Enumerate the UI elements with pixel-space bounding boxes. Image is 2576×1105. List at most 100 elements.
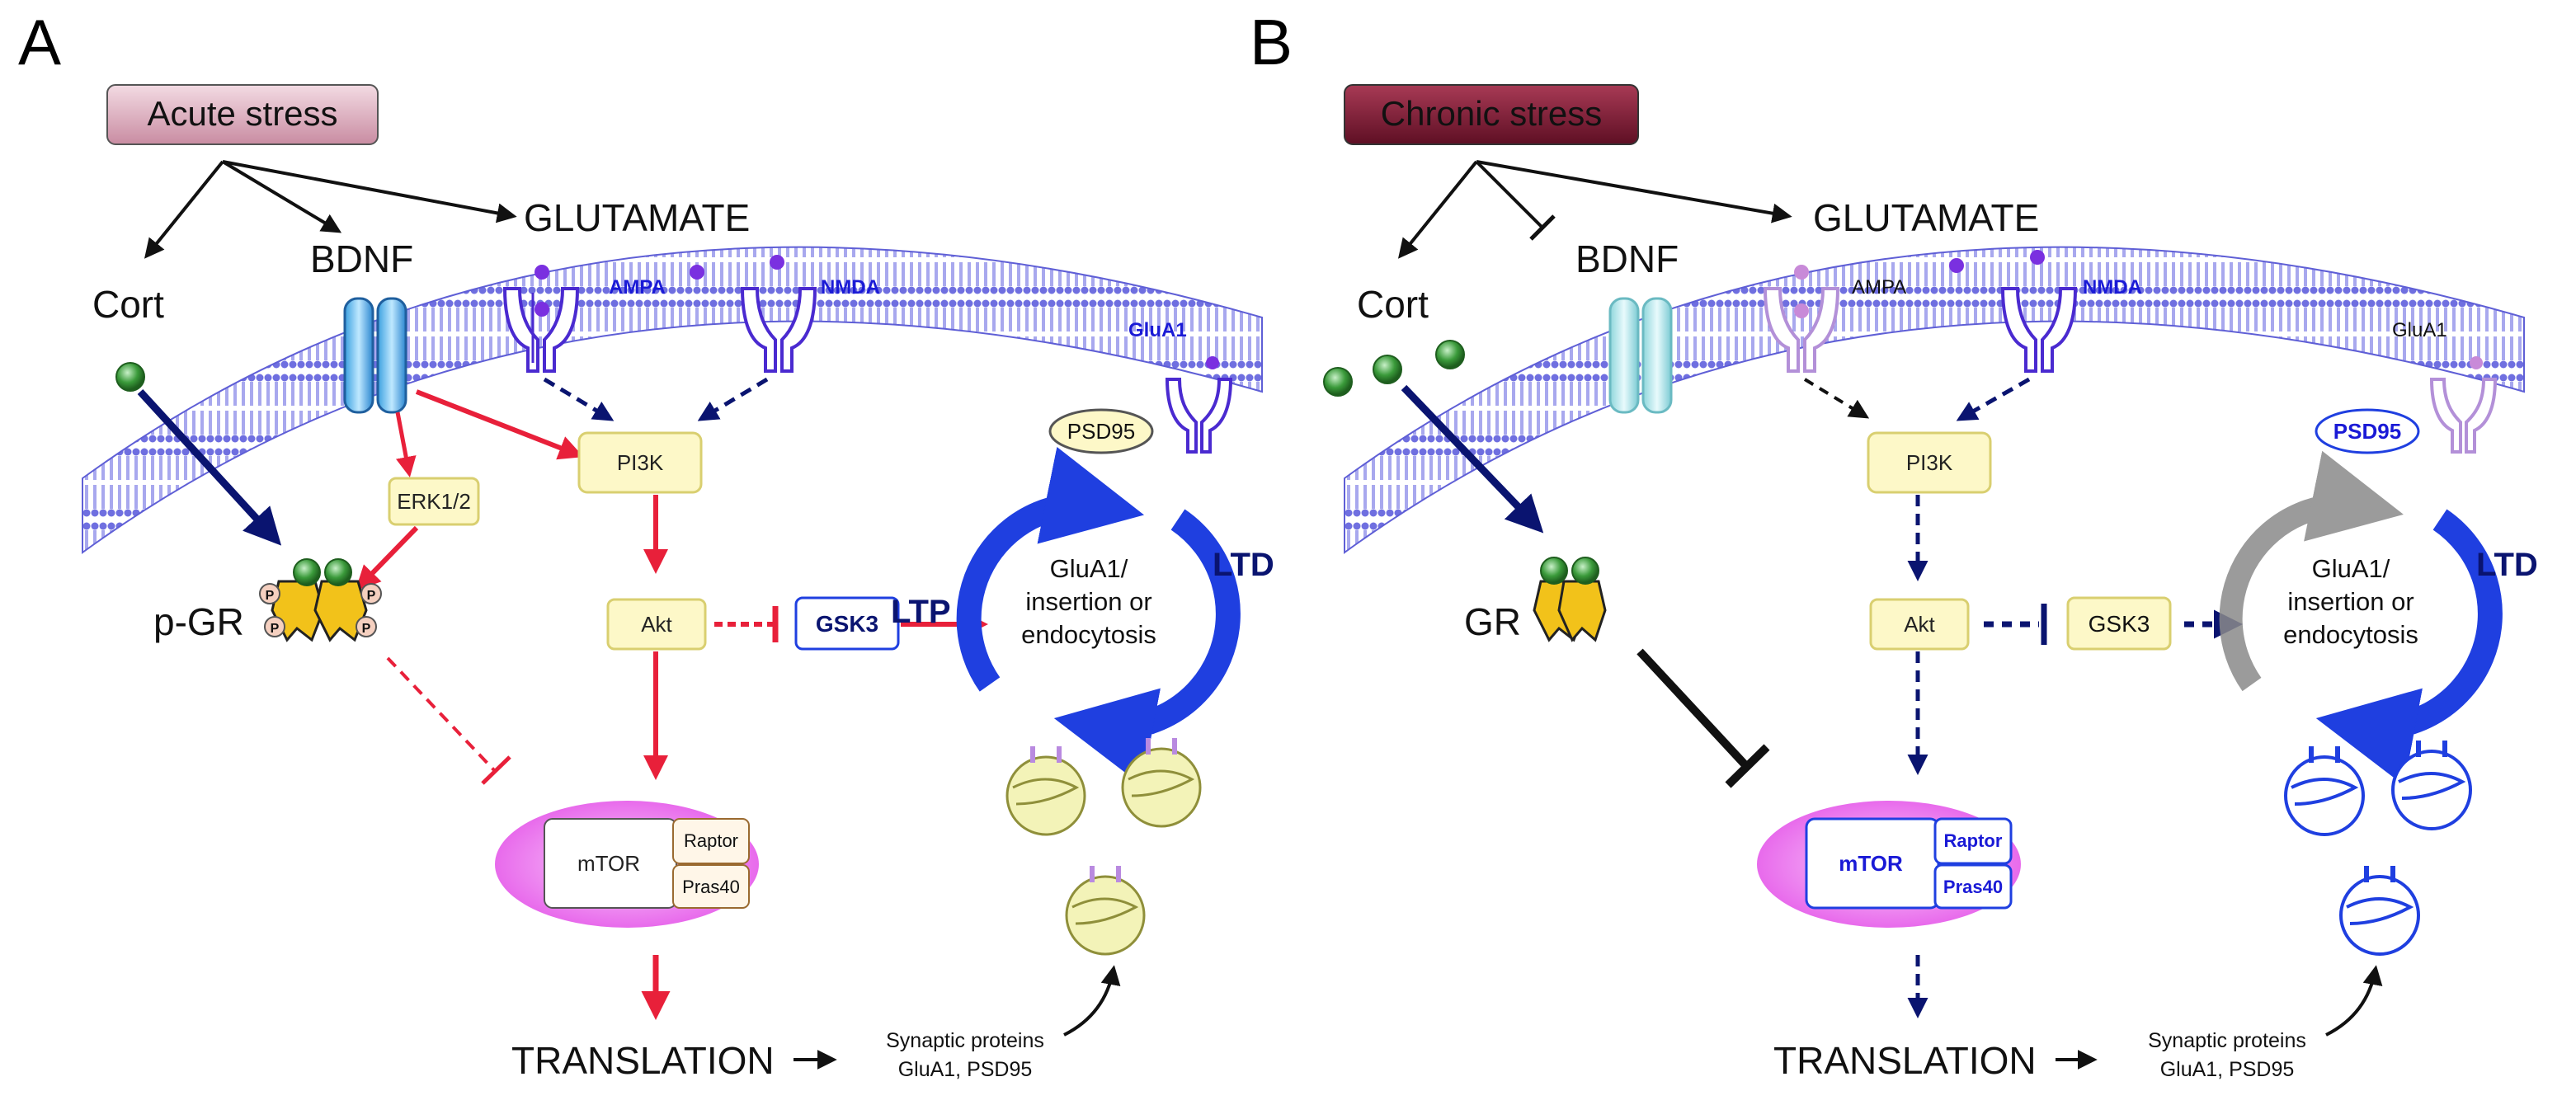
synaptic-proteins-line2-a: GluA1, PSD95 bbox=[898, 1058, 1033, 1081]
cort-label-b: Cort bbox=[1357, 283, 1429, 326]
synaptic-proteins-line1-a: Synaptic proteins bbox=[886, 1029, 1044, 1052]
ltd-arrow-b bbox=[2315, 509, 2503, 786]
cycle-line2-a: insertion or bbox=[1025, 587, 1151, 616]
ampa-receptor-b bbox=[1763, 287, 1840, 373]
cort-to-gr-arrow-b bbox=[1401, 384, 1544, 534]
svg-text:P: P bbox=[362, 622, 371, 636]
pras40-label-b: Pras40 bbox=[1943, 877, 2003, 897]
gsk3-label-b: GSK3 bbox=[2089, 611, 2150, 637]
pras40-node-a bbox=[672, 864, 750, 909]
svg-text:P: P bbox=[271, 622, 280, 636]
glutamate-label-a: GLUTAMATE bbox=[524, 196, 750, 239]
gsk3-node-a bbox=[794, 596, 900, 651]
pi3k-label-a: PI3K bbox=[617, 450, 664, 475]
glua1-label-b: GluA1 bbox=[2392, 319, 2447, 341]
vesicle-b2 bbox=[2391, 741, 2472, 830]
acute-stress-box bbox=[106, 84, 379, 145]
gr-inhibits-mtor-bar-b bbox=[1725, 744, 1770, 788]
cycle-line3-b: endocytosis bbox=[2283, 620, 2418, 649]
erk-label: ERK1/2 bbox=[397, 489, 471, 514]
pi3k-node-b bbox=[1867, 431, 1992, 494]
nmda-label-b: NMDA bbox=[2083, 276, 2142, 299]
ampa-to-pi3k-arrow-a bbox=[543, 377, 615, 421]
gr-receptor-b bbox=[1533, 557, 1607, 642]
pras40-node-b bbox=[1933, 863, 2013, 910]
akt-node-a bbox=[606, 598, 707, 651]
stress-to-bdnf-arrow-a bbox=[221, 160, 342, 233]
ltd-label-b: LTD bbox=[2476, 547, 2538, 583]
raptor-label-a: Raptor bbox=[684, 830, 738, 851]
ltp-label: LTP bbox=[891, 594, 951, 630]
glutamate-molecule-a1 bbox=[535, 265, 549, 280]
cort-to-gr-arrow-a bbox=[137, 388, 282, 546]
bdnf-label-b: BDNF bbox=[1575, 237, 1679, 280]
nmda-receptor-a bbox=[740, 287, 817, 373]
bdnf-to-pi3k-arrow-a bbox=[415, 389, 584, 460]
bdnf-label-a: BDNF bbox=[310, 237, 413, 280]
panel-a-letter: A bbox=[18, 6, 61, 78]
synaptic-proteins-line1-b: Synaptic proteins bbox=[2148, 1029, 2306, 1052]
mtor-label-a: mTOR bbox=[577, 851, 640, 876]
cortisol-molecule-b3 bbox=[1435, 340, 1465, 369]
vesicle-a1 bbox=[1005, 746, 1086, 836]
panel-b-letter: B bbox=[1250, 6, 1293, 78]
p-gr-label: p-GR bbox=[153, 600, 244, 643]
erk-node bbox=[388, 477, 480, 526]
stress-to-cort-arrow-a bbox=[144, 160, 224, 259]
mtor-label-b: mTOR bbox=[1839, 851, 1903, 876]
phosphorylated-gr-receptor: P P P P bbox=[259, 558, 382, 642]
cycle-line3-a: endocytosis bbox=[1021, 620, 1156, 649]
nmda-label-a: NMDA bbox=[821, 276, 880, 299]
raptor-node-b bbox=[1933, 817, 2013, 865]
synaptic-to-vesicle-arrow-a bbox=[1063, 965, 1121, 1037]
akt-label-a: Akt bbox=[641, 612, 672, 637]
ltd-label-a: LTD bbox=[1213, 547, 1274, 583]
svg-text:P: P bbox=[266, 589, 275, 603]
akt-node-b bbox=[1869, 598, 1970, 651]
chronic-stress-label: Chronic stress bbox=[1381, 94, 1602, 133]
pi3k-label-b: PI3K bbox=[1906, 450, 1953, 475]
stress-inhibits-bdnf-line bbox=[1475, 160, 1544, 229]
vesicle-a2 bbox=[1121, 738, 1202, 828]
glutamate-molecule-a3 bbox=[690, 265, 704, 280]
glutamate-molecule-b2 bbox=[1794, 303, 1809, 318]
vesicle-a3 bbox=[1065, 866, 1146, 956]
panel-b: B Chronic stress Cort BDNF GLUTAMATE AMP… bbox=[1250, 6, 2538, 1082]
raptor-node-a bbox=[672, 818, 750, 864]
ltd-arrow-a bbox=[1053, 509, 1241, 786]
vesicle-b1 bbox=[2284, 746, 2365, 836]
gsk3-node-b bbox=[2066, 596, 2172, 651]
ltp-arrow-faded-b bbox=[2219, 450, 2404, 692]
synaptic-to-vesicle-arrow-b bbox=[2325, 965, 2383, 1037]
glutamate-molecule-a4 bbox=[770, 255, 784, 270]
acute-stress-label: Acute stress bbox=[147, 94, 337, 133]
gr-label-b: GR bbox=[1464, 600, 1521, 643]
ltp-arrow bbox=[956, 446, 1145, 692]
cortisol-molecule-a bbox=[115, 362, 145, 392]
ampa-label-b: AMPA bbox=[1852, 276, 1906, 299]
cort-label-a: Cort bbox=[92, 283, 164, 326]
gr-inhibits-mtor-bar-a bbox=[481, 755, 511, 785]
glutamate-label-b: GLUTAMATE bbox=[1813, 196, 2039, 239]
pras40-label-a: Pras40 bbox=[682, 877, 740, 897]
ampa-label-a: AMPA bbox=[609, 276, 666, 299]
bdnf-receptor-b bbox=[1608, 297, 1673, 414]
glua1-label-a: GluA1 bbox=[1128, 319, 1187, 341]
glutamate-molecule-b3 bbox=[1949, 258, 1964, 273]
panel-a: A Acute stress Cort BDNF GLUTAMATE ERK1/… bbox=[18, 6, 1274, 1082]
glutamate-molecule-b4 bbox=[2030, 250, 2045, 265]
translation-label-a: TRANSLATION bbox=[511, 1039, 775, 1082]
psd95-label-a: PSD95 bbox=[1067, 419, 1135, 444]
psd95-label-b: PSD95 bbox=[2333, 419, 2401, 444]
stress-to-glutamate-arrow-b bbox=[1476, 160, 1792, 223]
glutamate-molecule-b1 bbox=[1794, 265, 1809, 280]
cortisol-molecule-b1 bbox=[1323, 367, 1353, 397]
akt-label-b: Akt bbox=[1904, 612, 1935, 637]
stress-to-glutamate-arrow-a bbox=[222, 160, 517, 223]
bdnf-receptor-a bbox=[343, 297, 407, 414]
ampa-receptor-a bbox=[502, 287, 580, 373]
glutamate-molecule-b5 bbox=[2470, 356, 2483, 369]
cortisol-molecule-b2 bbox=[1373, 355, 1402, 384]
raptor-label-b: Raptor bbox=[1944, 830, 2003, 851]
gsk3-label-a: GSK3 bbox=[816, 611, 878, 637]
